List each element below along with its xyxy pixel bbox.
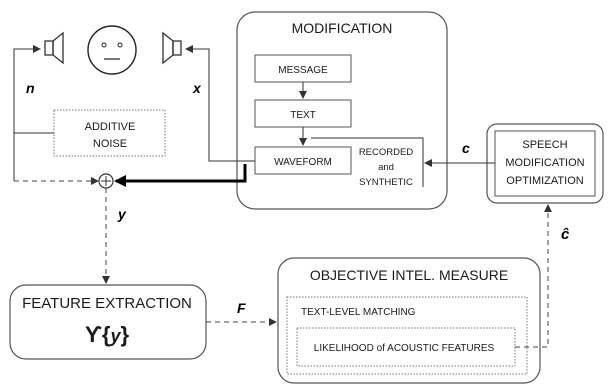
additive-label: ADDITIVE: [85, 121, 136, 133]
modification-title: MODIFICATION: [292, 20, 393, 36]
waveform-box: [254, 146, 352, 175]
recorded-label: RECORDED: [359, 147, 414, 158]
f-label: F: [237, 300, 246, 316]
x-arrow: [185, 45, 255, 162]
message-box: [254, 54, 352, 83]
text-level-label: TEXT-LEVEL MATCHING: [301, 307, 416, 318]
noise-label: NOISE: [93, 138, 127, 150]
additive-noise-block: ADDITIVE NOISE: [53, 109, 166, 157]
waveform-label: WAVEFORM: [274, 157, 332, 168]
message-label: MESSAGE: [278, 65, 328, 76]
waveform-to-sum-arrow: [114, 164, 247, 187]
c-hat-label: ĉ: [561, 226, 570, 243]
c-hat-arrow: [515, 204, 552, 348]
recorded-bracket: [311, 137, 424, 187]
text-label: TEXT: [290, 110, 316, 121]
n-arrow: [13, 45, 41, 181]
likelihood-label: LIKELIHOOD of ACOUSTIC FEATURES: [314, 343, 495, 354]
neutral-face-icon: [87, 25, 137, 75]
optimization-line2: MODIFICATION: [505, 157, 584, 169]
c-label: c: [462, 140, 470, 156]
synthetic-label: SYNTHETIC: [359, 177, 413, 188]
optimization-block: SPEECH MODIFICATION OPTIMIZATION: [486, 123, 604, 204]
n-label: n: [26, 80, 35, 96]
optimization-line1: SPEECH: [522, 139, 567, 151]
x-label: x: [192, 80, 202, 96]
and-label: and: [378, 162, 394, 173]
y-label: y: [117, 206, 127, 222]
optimization-line3: OPTIMIZATION: [506, 175, 583, 187]
speaker-left-icon: [44, 31, 64, 65]
sum-junction-icon: [98, 173, 114, 189]
speaker-right-icon: [162, 31, 182, 65]
feature-extraction-title: FEATURE EXTRACTION: [22, 295, 192, 312]
likelihood-box: [296, 327, 516, 367]
feature-formula: ϒ{y}: [85, 322, 130, 347]
objective-title: OBJECTIVE INTEL. MEASURE: [310, 267, 508, 283]
modification-block: MODIFICATION MESSAGE TEXT WAVEFORM RECOR…: [236, 11, 448, 210]
objective-measure-block: OBJECTIVE INTEL. MEASURE TEXT-LEVEL MATC…: [277, 257, 541, 384]
feature-extraction-block: FEATURE EXTRACTION ϒ{y}: [9, 284, 207, 360]
